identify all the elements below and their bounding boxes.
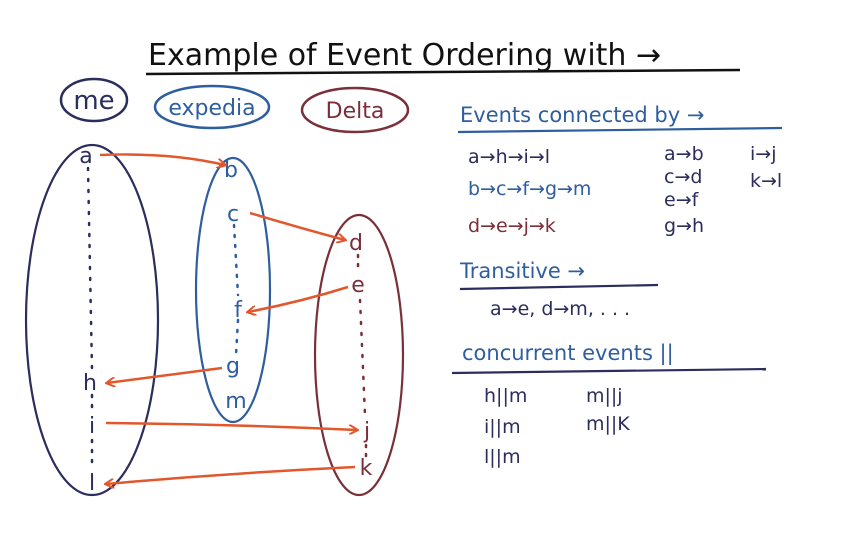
process-label-me: me [59, 77, 129, 123]
delta-timeline-seg2 [358, 298, 367, 417]
me-timeline-oval [24, 143, 160, 497]
pair-i-j: i→j [750, 143, 776, 165]
event-e: e [351, 273, 365, 298]
process-label-delta: Delta [300, 86, 410, 134]
concurrent-h-m: h||m [484, 385, 527, 407]
pair-e-f: e→f [664, 189, 700, 211]
event-g: g [226, 354, 240, 379]
concurrent-m-k: m||K [586, 413, 630, 435]
message-arrow-a-b [99, 153, 225, 165]
expedia-label-oval [153, 84, 271, 130]
event-l: l [89, 471, 95, 496]
message-arrow-g-h [107, 366, 223, 383]
event-i: i [89, 414, 95, 439]
transitive-underline [459, 283, 659, 291]
event-a: a [79, 144, 92, 169]
expedia-timeline-oval [194, 156, 272, 424]
delta-label-oval [300, 86, 410, 134]
pair-k-l: k→l [750, 170, 782, 192]
event-m: m [225, 389, 246, 414]
chain-me: a→h→i→l [468, 146, 550, 168]
event-f: f [234, 298, 243, 323]
event-c: c [227, 202, 239, 227]
event-j: j [363, 419, 370, 444]
chain-expedia: b→c→f→g→m [468, 178, 591, 200]
page-title: Example of Event Ordering with → [148, 38, 661, 73]
message-arrow-e-f [248, 285, 349, 312]
process-label-expedia: expedia [153, 84, 271, 130]
chain-delta: d→e→j→k [468, 215, 556, 237]
event-d: d [349, 231, 363, 256]
delta-timeline-oval [313, 213, 405, 497]
concurrent-underline [451, 367, 767, 375]
me-label: me [73, 86, 114, 116]
pair-g-h: g→h [664, 215, 704, 237]
concurrent-i-m: i||m [484, 416, 521, 438]
connected-underline [457, 126, 783, 134]
expedia-timeline [232, 223, 240, 297]
message-arrow-k-l [106, 465, 356, 484]
transitive-heading: Transitive → [459, 259, 585, 283]
me-timeline [86, 166, 94, 372]
message-arrow-i-j [105, 421, 357, 430]
expedia-label: expedia [168, 96, 255, 121]
event-b: b [224, 158, 238, 183]
pair-c-d: c→d [664, 166, 702, 188]
event-k: k [360, 456, 373, 481]
event-h: h [83, 371, 97, 396]
title-underline [145, 68, 741, 76]
pair-a-b: a→b [664, 143, 704, 165]
concurrent-heading: concurrent events || [462, 341, 674, 366]
transitive-examples: a→e, d→m, . . . [490, 298, 630, 320]
me-label-oval [59, 77, 129, 123]
expedia-timeline-seg2 [234, 318, 240, 357]
delta-label: Delta [326, 99, 385, 124]
connected-heading: Events connected by → [460, 103, 704, 127]
message-arrow-c-d [249, 211, 345, 240]
concurrent-l-m: l||m [484, 446, 521, 468]
concurrent-m-j: m||j [586, 385, 623, 407]
